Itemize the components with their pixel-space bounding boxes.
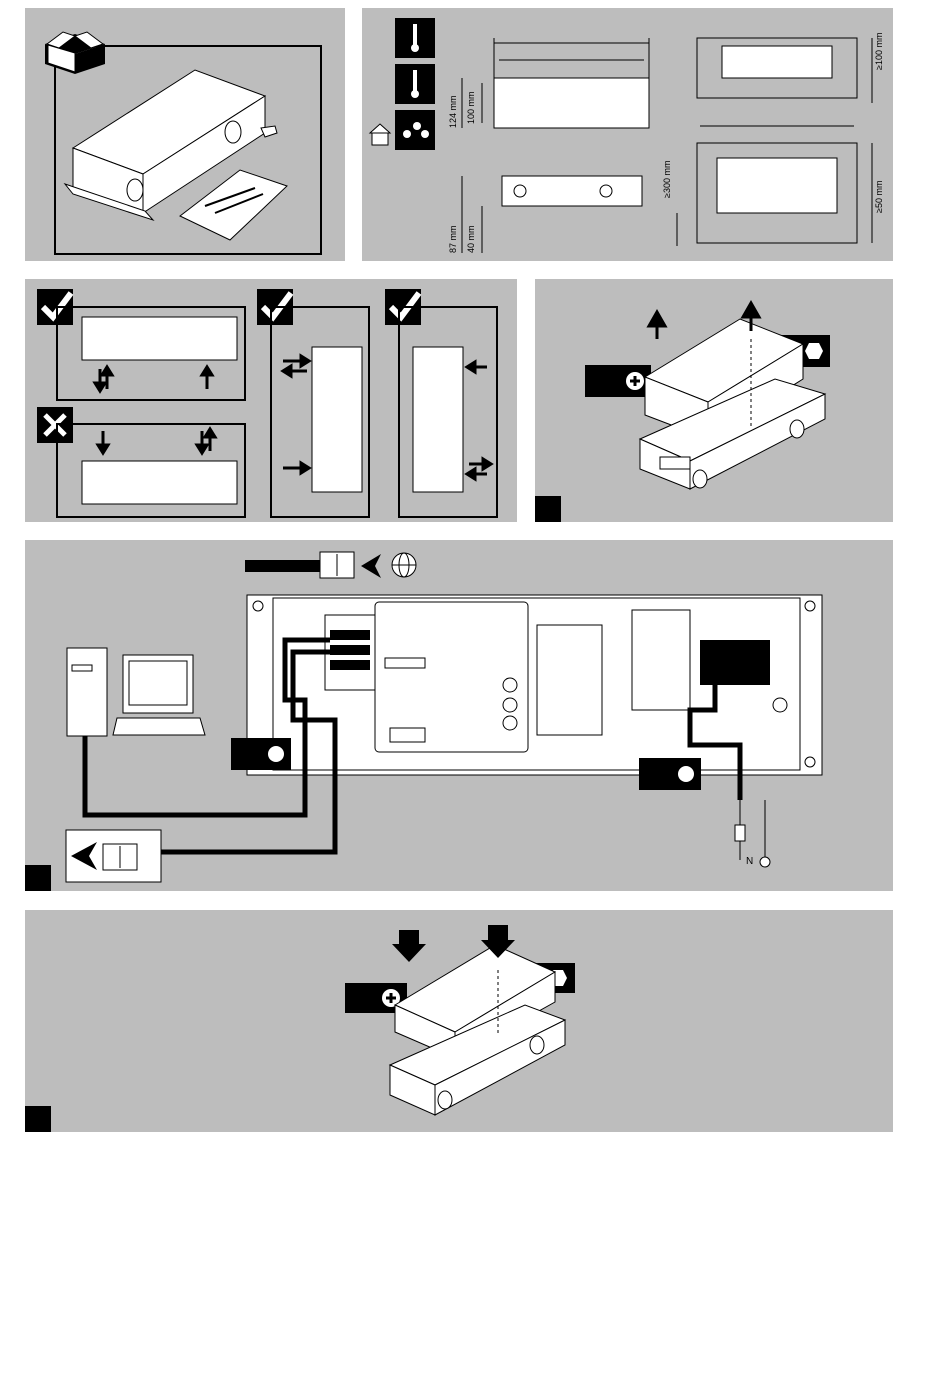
computer-tower xyxy=(67,648,107,736)
cable-clamp-icon xyxy=(639,758,701,790)
humidity-icon xyxy=(395,110,435,150)
manual-book-icon xyxy=(103,844,137,870)
panel-open-cover xyxy=(535,279,893,522)
close-cover-drawing xyxy=(25,910,893,1132)
clearance-top-label: ≥100 mm xyxy=(874,33,884,70)
indoor-house-icon xyxy=(370,124,390,145)
transformer xyxy=(537,625,602,735)
panel-close-cover xyxy=(25,910,893,1132)
step-marker xyxy=(25,865,51,891)
wiring-diagram xyxy=(25,540,893,891)
unpacking-drawing xyxy=(25,8,345,261)
manual-book-icon xyxy=(320,552,354,578)
reference-bar xyxy=(245,560,320,572)
temperature-icon xyxy=(395,18,435,58)
open-cover-drawing xyxy=(535,279,893,522)
height-inner-label: 100 mm xyxy=(466,91,476,124)
step-marker xyxy=(535,496,561,522)
computer-monitor xyxy=(113,655,205,735)
panel-orientation xyxy=(25,279,517,522)
eye-view-icon xyxy=(361,554,381,578)
clearance-front-label: ≥300 mm xyxy=(662,161,672,198)
globe-icon xyxy=(392,553,416,577)
panel-wiring: N xyxy=(25,540,893,891)
dimension-drawing xyxy=(362,8,893,261)
clearance-side-label: ≥50 mm xyxy=(874,181,884,213)
power-terminal-block xyxy=(700,640,770,685)
phillips-screwdriver-icon xyxy=(585,365,651,397)
depth-40-label: 40 mm xyxy=(466,225,476,253)
ground-icon xyxy=(760,857,770,867)
temperature-low-icon xyxy=(395,64,435,104)
fuse xyxy=(735,825,745,841)
orientation-drawing xyxy=(25,279,517,522)
depth-87-label: 87 mm xyxy=(448,225,458,253)
height-outer-label: 124 mm xyxy=(448,95,458,128)
relay-board xyxy=(632,610,690,710)
panel-dimensions: 124 mm 100 mm 87 mm 40 mm ≥100 mm ≥300 m… xyxy=(362,8,893,261)
step-marker xyxy=(25,1106,51,1132)
accessory-bag xyxy=(180,170,287,240)
cable-clamp-icon xyxy=(231,738,291,770)
neutral-label: N xyxy=(746,856,753,867)
panel-unpacking xyxy=(25,8,345,261)
